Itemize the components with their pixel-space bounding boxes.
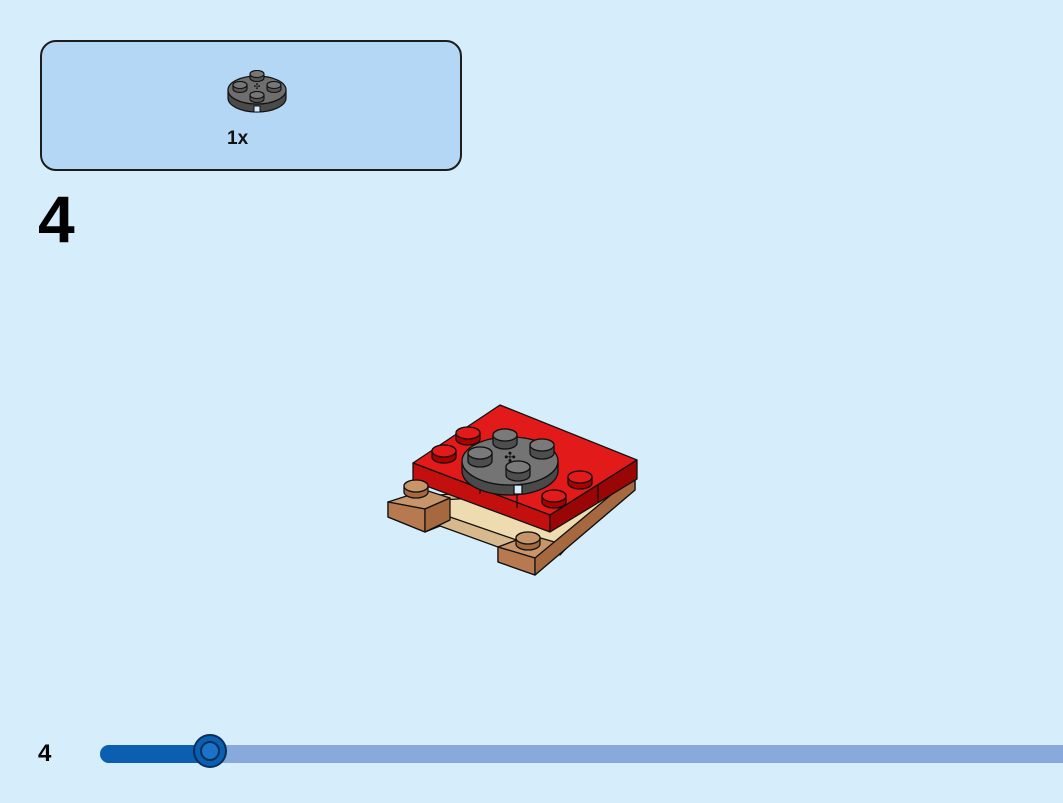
parts-list-panel: ✣ 1x <box>40 40 462 171</box>
svg-text:✣: ✣ <box>254 82 261 91</box>
page-number: 4 <box>38 740 52 767</box>
step-number: 4 <box>38 182 75 256</box>
assembled-model-icon: ✣ <box>387 404 638 576</box>
progress-indicator-icon <box>193 734 228 768</box>
progress-bar-fill <box>100 745 211 763</box>
part-quantity: 1x <box>227 128 249 149</box>
round-plate-2x2-dark-gray-icon: ✣ <box>227 69 287 113</box>
svg-text:✣: ✣ <box>504 450 516 466</box>
progress-bar <box>100 745 1063 763</box>
